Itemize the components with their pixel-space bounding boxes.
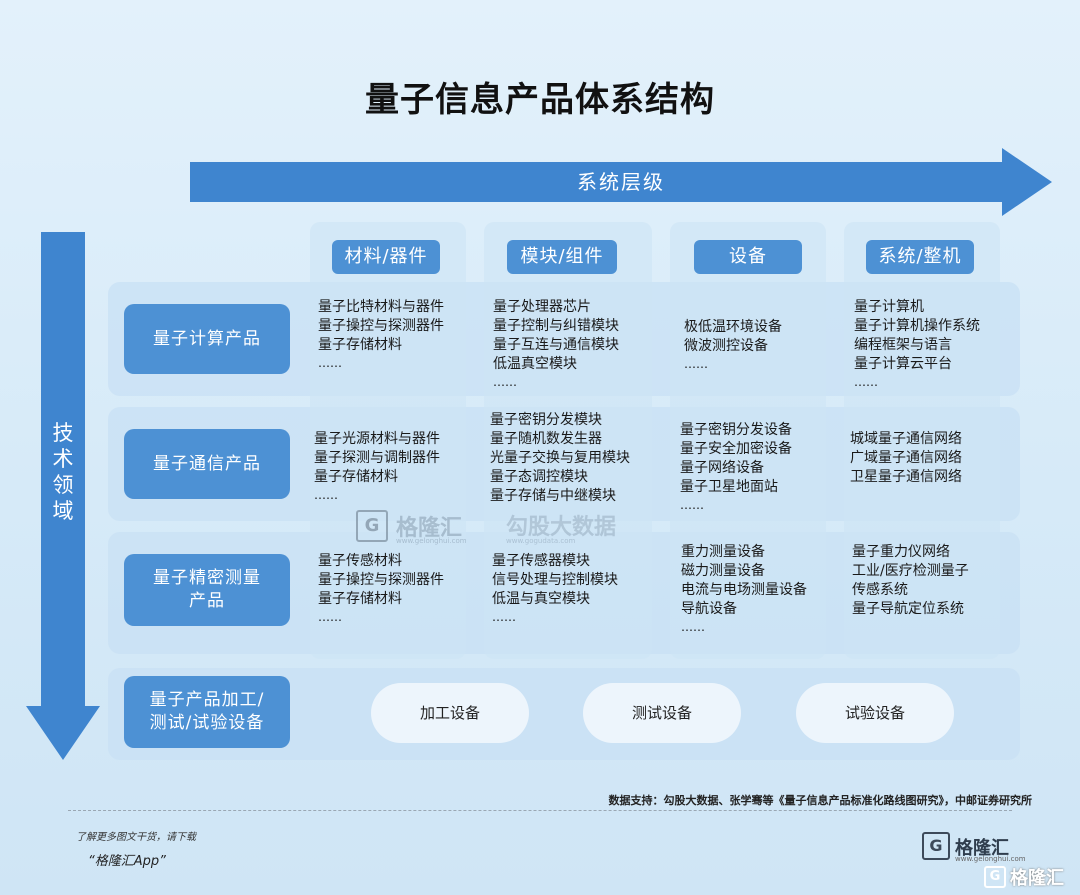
column-header-materials: 材料/器件 bbox=[332, 240, 440, 274]
watermark-brand-url: www.gelonghui.com bbox=[396, 537, 467, 545]
footer-logo-text: 格隆汇 bbox=[955, 838, 1009, 859]
G-logo-icon: G bbox=[922, 832, 950, 860]
pill-testing-equipment: 测试设备 bbox=[583, 683, 741, 743]
row-label-measurement: 量子精密测量 产品 bbox=[124, 554, 290, 626]
column-background-materials bbox=[310, 222, 466, 659]
source-note: 数据支持：勾股大数据、张学骞等《量子信息产品标准化路线图研究》，中邮证券研究所 bbox=[608, 794, 1033, 807]
pill-processing-equipment: 加工设备 bbox=[371, 683, 529, 743]
footer-logo-url: www.gelonghui.com bbox=[955, 855, 1026, 863]
cell-communication-modules: 量子密钥分发模块量子随机数发生器光量子交换与复用模块量子态调控模块量子存储与中继… bbox=[490, 412, 630, 504]
cell-computing-systems: 量子计算机量子计算机操作系统编程框架与语言量子计算云平台…… bbox=[854, 299, 980, 389]
tech-domain-arrow bbox=[26, 232, 100, 760]
watermark-partner: 勾股大数据 bbox=[506, 515, 617, 540]
app-name: “格隆汇App” bbox=[88, 854, 166, 869]
cell-measurement-materials: 量子传感材料量子操控与探测器件量子存储材料…… bbox=[318, 553, 444, 624]
corner-logo-text: 格隆汇 bbox=[1010, 868, 1064, 889]
cell-communication-materials: 量子光源材料与器件量子探测与调制器件量子存储材料…… bbox=[314, 431, 440, 502]
tech-domain-label: 技 术 领 域 bbox=[52, 421, 74, 523]
cell-communication-systems: 城域量子通信网络广域量子通信网络卫星量子通信网络 bbox=[850, 431, 962, 485]
row-label-computing: 量子计算产品 bbox=[124, 304, 290, 374]
cell-computing-equipment: 极低温环境设备微波测控设备…… bbox=[684, 319, 782, 371]
system-level-arrow bbox=[190, 148, 1052, 216]
corner-G-logo-icon: G bbox=[984, 866, 1006, 888]
page-title: 量子信息产品体系结构 bbox=[365, 80, 715, 120]
watermark-partner-url: www.gogudata.com bbox=[506, 537, 576, 545]
cell-measurement-systems: 量子重力仪网络工业/医疗检测量子传感系统量子导航定位系统 bbox=[852, 544, 969, 617]
column-background-equipment bbox=[670, 222, 826, 659]
cell-communication-equipment: 量子密钥分发设备量子安全加密设备量子网络设备量子卫星地面站…… bbox=[680, 422, 792, 512]
cell-measurement-equipment: 重力测量设备磁力测量设备电流与电场测量设备导航设备…… bbox=[681, 544, 807, 634]
pill-trial-equipment: 试验设备 bbox=[796, 683, 954, 743]
column-header-equipment: 设备 bbox=[694, 240, 802, 274]
row-label-equipment: 量子产品加工/ 测试/试验设备 bbox=[124, 676, 290, 748]
cell-measurement-modules: 量子传感器模块信号处理与控制模块低温与真空模块…… bbox=[492, 553, 618, 624]
column-background-modules bbox=[484, 222, 652, 659]
cell-computing-materials: 量子比特材料与器件量子操控与探测器件量子存储材料…… bbox=[318, 299, 444, 370]
column-background-systems bbox=[844, 222, 1000, 659]
column-header-modules: 模块/组件 bbox=[507, 240, 617, 274]
column-header-systems: 系统/整机 bbox=[866, 240, 974, 274]
row-label-communication: 量子通信产品 bbox=[124, 429, 290, 499]
watermark-brand: 格隆汇 bbox=[396, 516, 463, 541]
system-level-label: 系统层级 bbox=[577, 170, 665, 194]
dashed-divider bbox=[68, 810, 1012, 811]
watermark-g-logo-icon: G bbox=[356, 510, 388, 542]
cell-computing-modules: 量子处理器芯片量子控制与纠错模块量子互连与通信模块低温真空模块…… bbox=[493, 299, 619, 389]
download-prompt: 了解更多图文干货，请下载 bbox=[76, 832, 196, 843]
